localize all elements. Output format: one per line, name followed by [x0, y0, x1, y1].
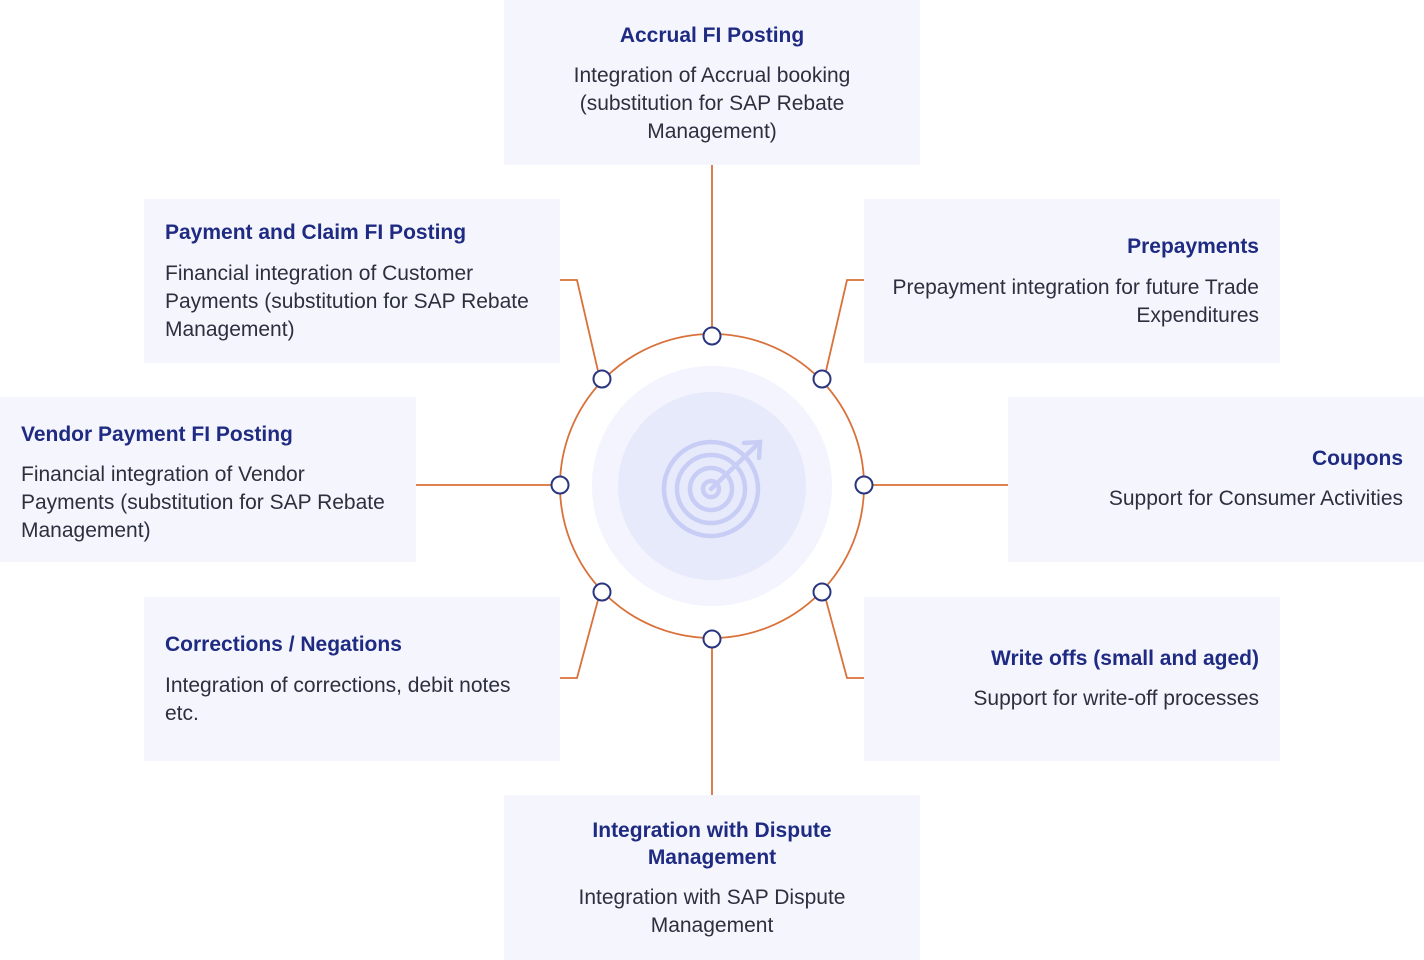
card-write-offs: Write offs (small and aged) Support for …: [864, 597, 1280, 761]
card-description: Prepayment integration for future Trade …: [892, 276, 1259, 327]
connector-lines: [416, 165, 1008, 795]
card-title: Corrections / Negations: [165, 633, 402, 656]
card-vendor-payment-fi-posting: Vendor Payment FI Posting Financial inte…: [0, 397, 416, 562]
card-description: Financial integration of Customer Paymen…: [165, 262, 529, 341]
card-prepayments: Prepayments Prepayment integration for f…: [864, 199, 1280, 363]
connector-upper-right: [825, 279, 864, 372]
card-description: Integration with SAP Dispute Management: [578, 886, 846, 937]
connector-lower-left: [560, 599, 599, 679]
card-description: Support for write-off processes: [973, 687, 1259, 710]
node-top: [702, 326, 722, 346]
target-icon: [661, 439, 763, 539]
card-coupons: Coupons Support for Consumer Activities: [1008, 397, 1424, 562]
card-description: Integration of Accrual booking (substitu…: [573, 64, 851, 143]
node-right: [854, 475, 874, 495]
card-title: Accrual FI Posting: [619, 24, 805, 47]
node-upper-left: [592, 369, 612, 389]
card-title: Payment and Claim FI Posting: [165, 221, 467, 244]
connector-nodes: [550, 326, 874, 649]
node-bottom: [702, 629, 722, 649]
card-title: Integration with Dispute Management: [592, 819, 832, 869]
card-title: Write offs (small and aged): [991, 647, 1259, 670]
connector-upper-left: [560, 279, 599, 372]
connector-lower-right: [825, 599, 864, 679]
node-upper-right: [812, 369, 832, 389]
card-description: Support for Consumer Activities: [1108, 487, 1403, 510]
card-title: Prepayments: [1127, 235, 1259, 258]
card-title: Vendor Payment FI Posting: [21, 423, 293, 446]
card-title: Coupons: [1312, 447, 1403, 470]
node-left: [550, 475, 570, 495]
card-description: Integration of corrections, debit notes …: [165, 674, 511, 725]
card-corrections-negations: Corrections / Negations Integration of c…: [144, 597, 560, 761]
node-lower-right: [812, 582, 832, 602]
card-dispute-management: Integration with Dispute Management Inte…: [504, 795, 920, 960]
card-description: Financial integration of Vendor Payments…: [21, 463, 385, 542]
card-accrual-fi-posting: Accrual FI Posting Integration of Accrua…: [504, 0, 920, 165]
card-payment-claim-fi-posting: Payment and Claim FI Posting Financial i…: [144, 199, 560, 363]
node-lower-left: [592, 582, 612, 602]
